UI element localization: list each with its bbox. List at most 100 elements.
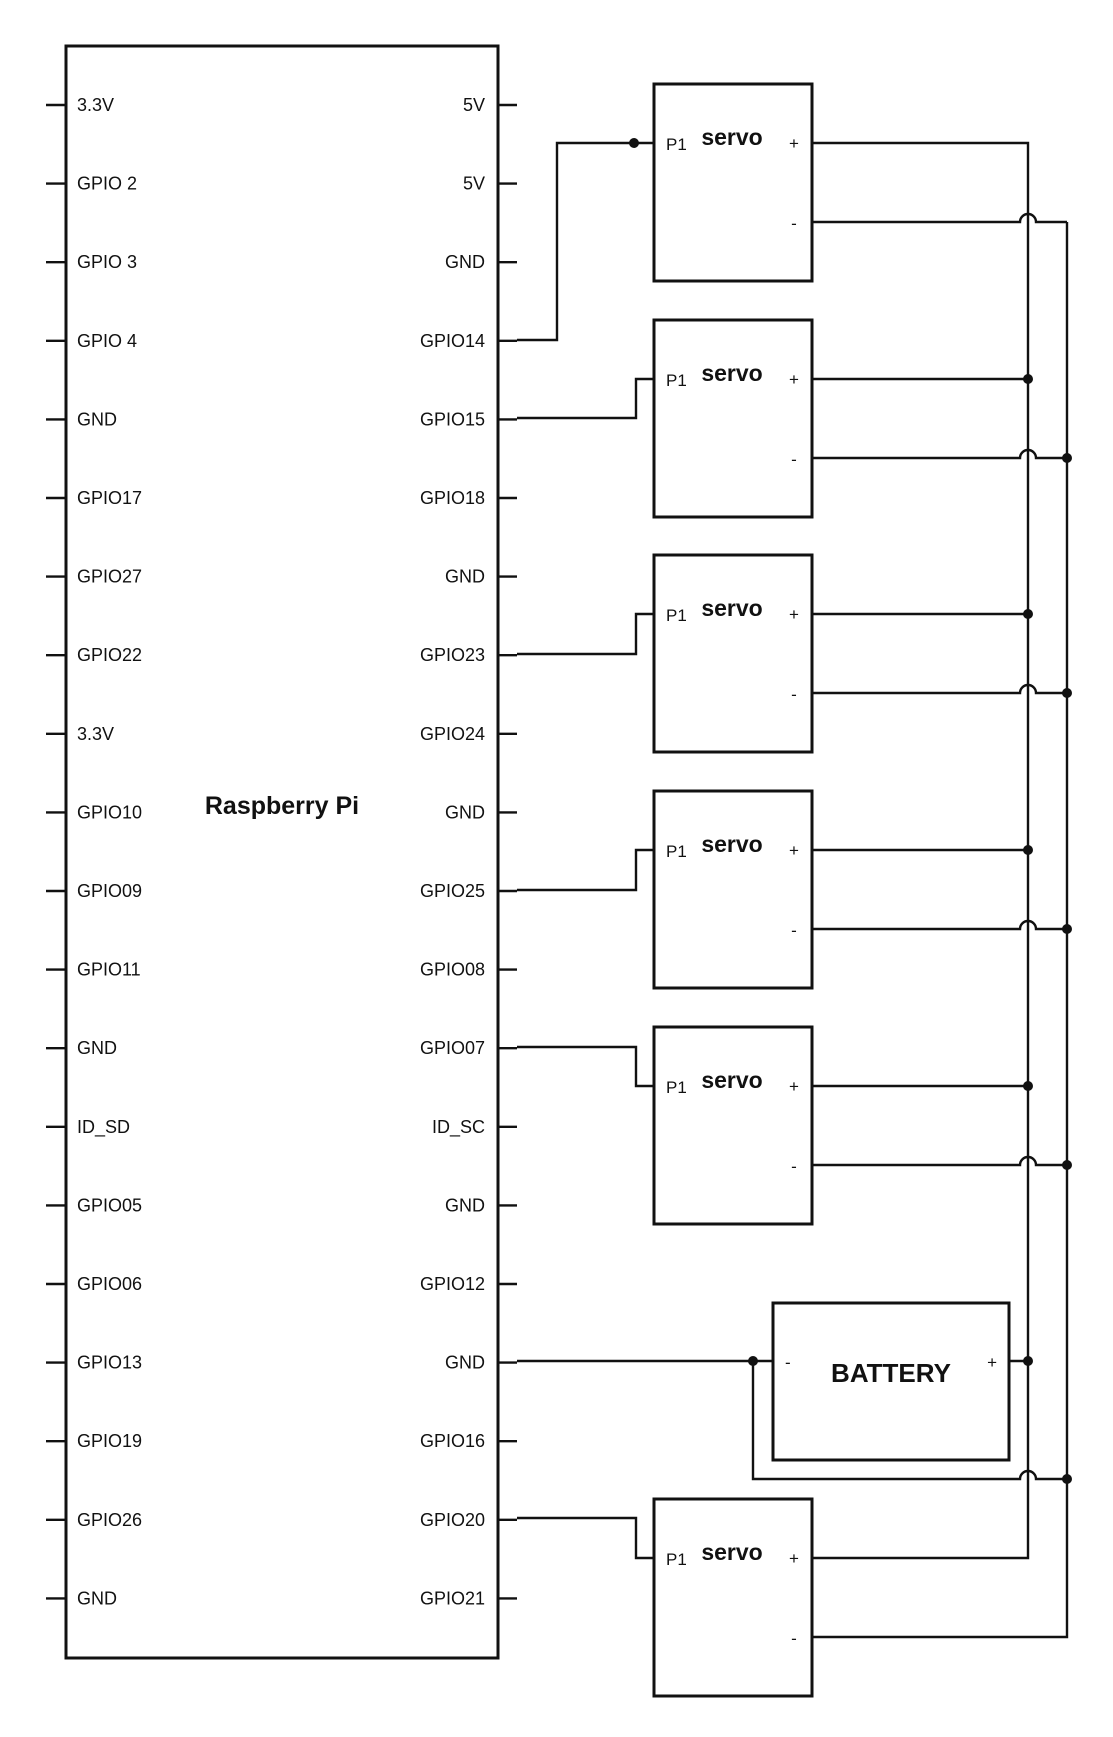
right-pin-label: GND bbox=[445, 1353, 485, 1373]
signal-wire-gpio15 bbox=[517, 377, 654, 420]
servo-6: servo P1 + - bbox=[652, 1497, 814, 1698]
right-pin-label: ID_SC bbox=[432, 1117, 485, 1138]
servo-minus-pin: - bbox=[791, 1629, 797, 1648]
right-pin-label: GPIO18 bbox=[420, 488, 485, 508]
left-pin-label: 3.3V bbox=[77, 724, 114, 744]
servo-signal-pin: P1 bbox=[666, 1078, 687, 1097]
right-pin-label: GPIO08 bbox=[420, 960, 485, 980]
battery-negative-return bbox=[751, 1361, 1067, 1481]
wiring bbox=[517, 138, 1072, 1639]
servo-negative-wire bbox=[812, 448, 1067, 460]
right-pin-label: GPIO15 bbox=[420, 409, 485, 429]
servo-signal-pin: P1 bbox=[666, 371, 687, 390]
servo-plus-pin: + bbox=[789, 370, 799, 389]
servo-box bbox=[652, 553, 814, 754]
battery-box bbox=[771, 1301, 1011, 1462]
raspberry-pi-label: Raspberry Pi bbox=[205, 792, 359, 820]
junction-dot bbox=[1062, 1474, 1072, 1484]
left-pin-label: GPIO11 bbox=[77, 960, 141, 980]
servo-minus-pin: - bbox=[791, 214, 797, 233]
servo-title: servo bbox=[701, 124, 762, 150]
left-pin-label: GPIO27 bbox=[77, 567, 142, 587]
right-pin-label: GPIO25 bbox=[420, 881, 485, 901]
signal-wire-gpio07 bbox=[517, 1045, 654, 1088]
servo-box bbox=[652, 1497, 814, 1698]
signal-wire-gpio20 bbox=[517, 1516, 654, 1560]
right-pin-label: GPIO23 bbox=[420, 645, 485, 665]
right-pin-label: GPIO07 bbox=[420, 1038, 485, 1058]
servo-5: servo P1 + - bbox=[652, 1025, 814, 1226]
junction-dot bbox=[1023, 374, 1033, 384]
right-pin-label: GND bbox=[445, 252, 485, 272]
junction-dot bbox=[1023, 1081, 1033, 1091]
right-pin-label: GPIO12 bbox=[420, 1274, 485, 1294]
battery: BATTERY - + bbox=[771, 1301, 1011, 1462]
servo-signal-pin: P1 bbox=[666, 606, 687, 625]
right-pin-label: 5V bbox=[463, 174, 485, 194]
left-pin-label: GPIO17 bbox=[77, 488, 142, 508]
servo-box bbox=[652, 318, 814, 519]
servo-box bbox=[652, 789, 814, 990]
left-pin-label: GPIO22 bbox=[77, 645, 142, 665]
right-pin-label: GND bbox=[445, 802, 485, 822]
servo-title: servo bbox=[701, 360, 762, 386]
signal-wire-gpio14 bbox=[517, 141, 654, 342]
servo-negative-wire bbox=[812, 212, 1067, 224]
left-pin-label: GND bbox=[77, 1588, 117, 1608]
left-pin-label: GND bbox=[77, 1038, 117, 1058]
servo-plus-pin: + bbox=[789, 605, 799, 624]
raspberry-pi-board bbox=[64, 44, 500, 1660]
left-pin-label: GPIO 4 bbox=[77, 331, 137, 351]
servo-title: servo bbox=[701, 595, 762, 621]
junction-dot bbox=[629, 138, 639, 148]
servo-signal-pin: P1 bbox=[666, 135, 687, 154]
junction-dot bbox=[1023, 609, 1033, 619]
servo-signal-pin: P1 bbox=[666, 842, 687, 861]
left-pin-label: GPIO 3 bbox=[77, 252, 137, 272]
left-pin-label: GPIO13 bbox=[77, 1353, 142, 1373]
right-pin-label: GPIO20 bbox=[420, 1510, 485, 1530]
right-pin-label: 5V bbox=[463, 95, 485, 115]
left-pin-label: GPIO09 bbox=[77, 881, 142, 901]
servo-title: servo bbox=[701, 1539, 762, 1565]
battery-label: BATTERY bbox=[831, 1358, 951, 1388]
right-pin-label: GPIO21 bbox=[420, 1588, 485, 1608]
left-pin-label: ID_SD bbox=[77, 1117, 130, 1138]
right-pin-header: 5V5VGNDGPIO14GPIO15GPIO18GNDGPIO23GPIO24… bbox=[420, 95, 517, 1608]
junction-dot bbox=[1023, 845, 1033, 855]
left-pin-label: 3.3V bbox=[77, 95, 114, 115]
servo-title: servo bbox=[701, 831, 762, 857]
servo-plus-pin: + bbox=[789, 841, 799, 860]
signal-wire-gpio25 bbox=[517, 848, 654, 892]
negative-rail bbox=[812, 222, 1069, 1639]
servo-box bbox=[652, 82, 814, 283]
right-pin-label: GPIO16 bbox=[420, 1431, 485, 1451]
right-pin-label: GPIO14 bbox=[420, 331, 485, 351]
servo-box bbox=[652, 1025, 814, 1226]
left-pin-label: GND bbox=[77, 409, 117, 429]
servo-signal-pin: P1 bbox=[666, 1550, 687, 1569]
servo-negative-wire bbox=[812, 1155, 1067, 1167]
servo-negative-wire bbox=[812, 683, 1067, 695]
servo-negative-wire bbox=[812, 919, 1067, 931]
servo-minus-pin: - bbox=[791, 1157, 797, 1176]
servo-minus-pin: - bbox=[791, 685, 797, 704]
servo-title: servo bbox=[701, 1067, 762, 1093]
servo-group: servoP1+-servoP1+-servoP1+-servoP1+-serv… bbox=[652, 82, 814, 1698]
servo-plus-pin: + bbox=[789, 1549, 799, 1568]
left-pin-label: GPIO 2 bbox=[77, 174, 137, 194]
servo-plus-pin: + bbox=[789, 1077, 799, 1096]
servo-2: servo P1 + - bbox=[652, 318, 814, 519]
left-pin-label: GPIO19 bbox=[77, 1431, 142, 1451]
servo-minus-pin: - bbox=[791, 450, 797, 469]
right-pin-label: GND bbox=[445, 567, 485, 587]
servo-3: servo P1 + - bbox=[652, 553, 814, 754]
left-pin-label: GPIO10 bbox=[77, 802, 142, 822]
left-pin-label: GPIO26 bbox=[77, 1510, 142, 1530]
left-pin-header: 3.3V GPIO 2 GPIO 3 GPIO 4 GND GPIO17GPIO27GPI… bbox=[46, 95, 142, 1608]
right-pin-label: GND bbox=[445, 1195, 485, 1215]
battery-minus-label: - bbox=[785, 1353, 791, 1372]
